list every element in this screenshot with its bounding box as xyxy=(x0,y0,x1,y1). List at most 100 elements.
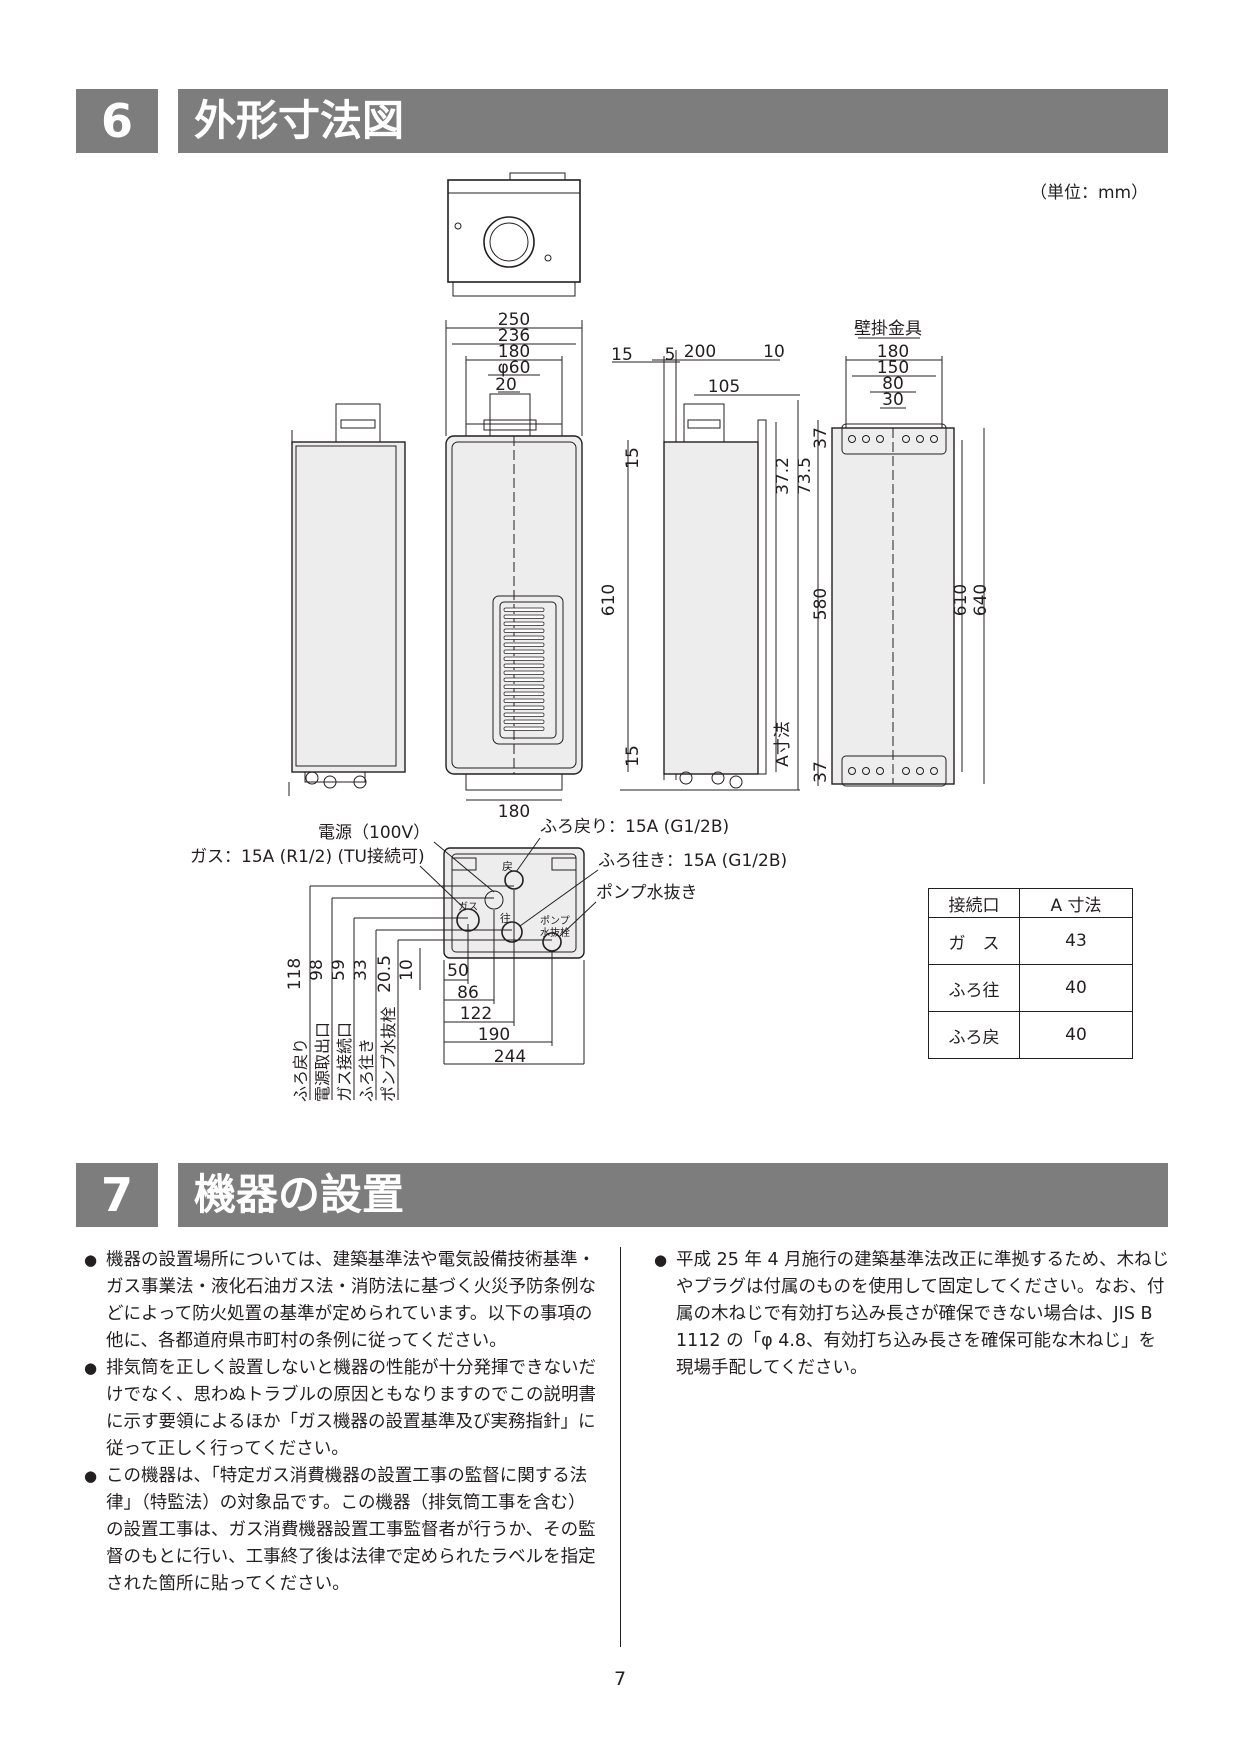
bottom-view: 戻 往 ガス ポンプ 水抜栓 電源（100V） ガス：15A (R1/2) (T… xyxy=(190,817,787,1102)
section-title: 機器の設置 xyxy=(178,1163,1168,1227)
louver-slat xyxy=(503,712,545,717)
right-side-view: 15 5 200 10 105 15 610 15 37.2 73.5 A寸法 xyxy=(599,342,815,791)
pump-tag-1: ポンプ xyxy=(540,915,570,927)
dim-236: 236 xyxy=(498,326,530,346)
screw-hole xyxy=(876,435,884,443)
louver-slat xyxy=(503,670,545,675)
table-row: ふろ戻 40 xyxy=(928,1011,1133,1059)
dim-200: 200 xyxy=(684,342,716,362)
screw-hole xyxy=(902,435,910,443)
louver-slat xyxy=(503,656,545,661)
dim-30: 30 xyxy=(882,390,904,410)
dim-5: 5 xyxy=(665,345,676,365)
louver-slat xyxy=(503,628,545,633)
louver-slat xyxy=(503,607,545,612)
screw-hole xyxy=(916,435,924,443)
tag-return: 戻 xyxy=(502,860,513,873)
louver-slat xyxy=(503,614,545,619)
dim-150: 150 xyxy=(877,358,909,378)
dimension-drawing: （単位：mm） 250 236 180 xyxy=(190,172,1148,1102)
table-header: 接続口 xyxy=(928,888,1020,918)
dim-h190: 190 xyxy=(478,1025,510,1045)
section-number: 6 xyxy=(76,89,158,153)
dim-v118: 118 xyxy=(285,958,305,990)
louver-slat xyxy=(503,684,545,689)
section-7-header: 7 機器の設置 xyxy=(76,1163,1168,1227)
louver-slats xyxy=(503,607,545,731)
tag-gas: ガス xyxy=(458,901,478,913)
screw-hole xyxy=(930,767,938,775)
table-cell: 40 xyxy=(1019,964,1133,1012)
vlabel-bath-supply: ふろ往き xyxy=(357,1038,376,1102)
dim-h244: 244 xyxy=(494,1047,526,1067)
table-header-row: 接続口 A 寸法 xyxy=(928,888,1133,918)
front-view: 250 236 180 φ60 20 180 xyxy=(445,310,583,822)
dim-h86: 86 xyxy=(457,983,479,1003)
dim-180: 180 xyxy=(498,342,530,362)
list-item: 平成 25 年 4 月施行の建築基準法改正に準拠するため、木ねじやプラグは付属の… xyxy=(654,1247,1170,1382)
screw-hole xyxy=(862,435,870,443)
louver-slat xyxy=(503,705,545,710)
list-item: 機器の設置場所については、建築基準法や電気設備技術基準・ガス事業法・液化石油ガス… xyxy=(84,1247,596,1355)
table-header: A 寸法 xyxy=(1019,888,1133,918)
dim-bottom-180: 180 xyxy=(498,802,530,822)
table-cell: ガ ス xyxy=(928,917,1020,965)
dim-phi60: φ60 xyxy=(498,358,531,378)
pump-tag-2: 水抜栓 xyxy=(540,926,570,939)
table-cell: ふろ往 xyxy=(928,964,1020,1012)
louver-slat xyxy=(503,698,545,703)
louver-slat xyxy=(503,726,545,731)
install-notes-right: 平成 25 年 4 月施行の建築基準法改正に準拠するため、木ねじやプラグは付属の… xyxy=(654,1247,1170,1382)
screw-hole xyxy=(916,767,924,775)
louver-slat xyxy=(503,677,545,682)
dim-v98: 98 xyxy=(307,959,327,981)
dim-v640: 640 xyxy=(971,584,991,616)
section-number: 7 xyxy=(76,1163,158,1227)
louver-slat xyxy=(503,642,545,647)
wall-bracket-label: 壁掛金具 xyxy=(854,319,922,339)
dim-250: 250 xyxy=(498,310,530,330)
dim-h122: 122 xyxy=(460,1004,492,1024)
dim-v37-2: 37.2 xyxy=(773,457,793,495)
vlabel-gas-inlet: ガス接続口 xyxy=(335,1022,354,1102)
dim-v610-back: 610 xyxy=(951,584,971,616)
dim-v15b: 15 xyxy=(623,745,643,767)
dim-v610: 610 xyxy=(599,584,619,616)
left-side-view xyxy=(288,403,406,796)
vlabel-power-outlet: 電源取出口 xyxy=(313,1022,332,1102)
table-cell: ふろ戻 xyxy=(928,1011,1020,1059)
dim-v59: 59 xyxy=(329,959,349,981)
install-notes-left: 機器の設置場所については、建築基準法や電気設備技術基準・ガス事業法・液化石油ガス… xyxy=(84,1247,596,1598)
screw-hole xyxy=(848,767,856,775)
back-view: 壁掛金具 180 150 80 30 37 580 37 610 640 xyxy=(811,319,991,787)
section-title: 外形寸法図 xyxy=(178,89,1168,153)
table-cell: 40 xyxy=(1019,1011,1133,1059)
screw-hole xyxy=(902,767,910,775)
label-power: 電源（100V） xyxy=(318,823,430,843)
dim-v580: 580 xyxy=(811,588,831,620)
screw-hole xyxy=(930,435,938,443)
louver-slat xyxy=(503,663,545,668)
section-6-header: 6 外形寸法図 xyxy=(76,89,1168,153)
louver-slat xyxy=(503,719,545,724)
dim-15a: 15 xyxy=(611,345,633,365)
dim-v20-5: 20.5 xyxy=(375,955,395,993)
louver-slat xyxy=(503,621,545,626)
dim-v33: 33 xyxy=(351,959,371,981)
list-item: この機器は、「特定ガス消費機器の設置工事の監督に関する法律」（特監法）の対象品で… xyxy=(84,1463,596,1598)
dim-a: A寸法 xyxy=(773,721,793,767)
table-row: ガ ス 43 xyxy=(928,917,1133,965)
dim-105: 105 xyxy=(708,377,740,397)
louver-slat xyxy=(503,691,545,696)
dim-10: 10 xyxy=(763,342,785,362)
table-row: ふろ往 40 xyxy=(928,964,1133,1012)
connection-a-dimension-table: 接続口 A 寸法 ガ ス 43 ふろ往 40 ふろ戻 40 xyxy=(928,888,1133,1059)
label-bath-return: ふろ戻り：15A (G1/2B) xyxy=(540,817,729,837)
label-bath-supply: ふろ往き：15A (G1/2B) xyxy=(598,851,787,871)
label-pump-drain: ポンプ水抜き xyxy=(596,883,698,903)
louver-slat xyxy=(503,635,545,640)
screw-hole xyxy=(848,435,856,443)
unit-note: （単位：mm） xyxy=(1030,183,1148,203)
dim-180-back: 180 xyxy=(877,342,909,362)
label-gas: ガス：15A (R1/2) (TU接続可) xyxy=(190,847,425,867)
